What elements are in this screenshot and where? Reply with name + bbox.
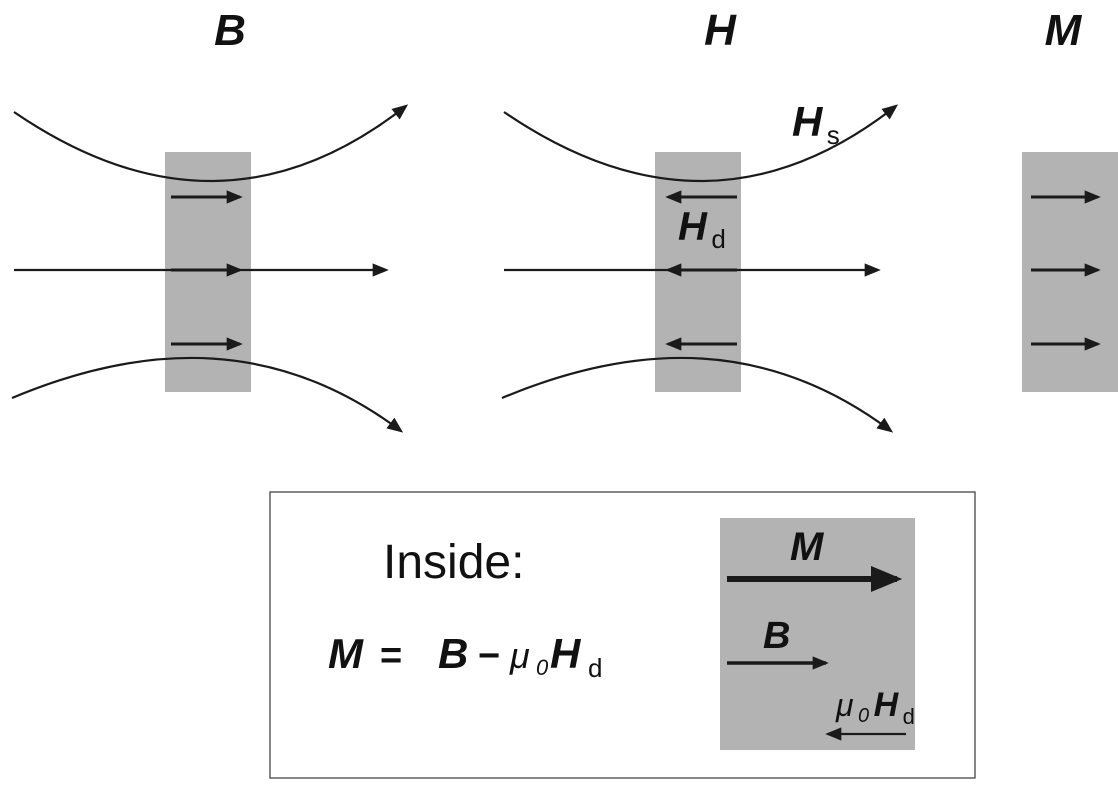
h-field-diagram: H s H d (501, 98, 899, 433)
m-slab (1022, 152, 1118, 392)
b-vector-label: B (763, 615, 790, 657)
hs-stray-field-label: H s (792, 98, 840, 150)
mu0hd-vector-label: μ 0 H d (835, 686, 915, 729)
h-bottom-field-line (501, 356, 894, 433)
b-field-diagram (11, 104, 409, 433)
b-slab (165, 152, 251, 392)
h-top-field-line (503, 104, 899, 183)
inside-key-box: Inside: M = B − μ 0 H d M B μ 0 H d (269, 491, 976, 779)
b-bottom-field-line (11, 356, 404, 433)
m-field-diagram (1022, 152, 1118, 392)
inside-heading: Inside: (383, 536, 524, 589)
h-slab (655, 152, 741, 392)
b-top-field-line (13, 104, 409, 183)
m-vector-label: M (790, 525, 825, 569)
inside-formula: M = B − μ 0 H d (328, 630, 602, 683)
vector-key-slab (720, 518, 915, 750)
hd-demag-field-label: H d (678, 205, 726, 254)
b-field-title: B (214, 6, 246, 55)
h-field-title: H (704, 6, 737, 55)
m-field-title: M (1045, 6, 1083, 55)
